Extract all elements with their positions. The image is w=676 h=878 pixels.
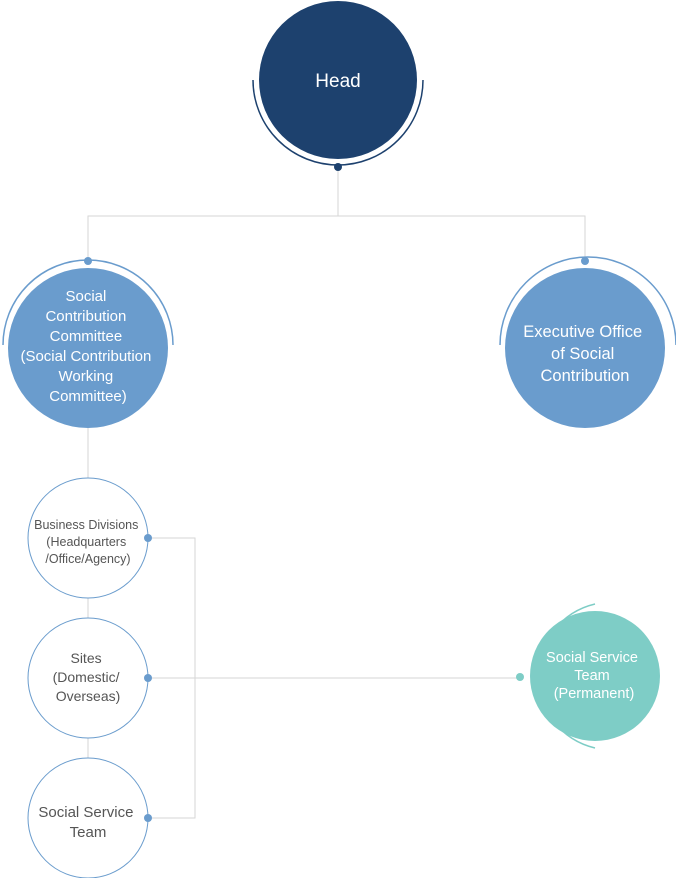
business-divisions-label: Business Divisions (Headquarters /Office… bbox=[34, 518, 142, 566]
head-dot bbox=[334, 163, 342, 171]
outlined-nodes bbox=[27, 477, 149, 878]
head-node bbox=[259, 1, 417, 159]
executive-dot bbox=[581, 257, 589, 265]
executive-label: Executive Office of Social Contribution bbox=[523, 323, 647, 385]
connectors bbox=[87, 167, 586, 819]
connector-head-to-branch bbox=[87, 167, 586, 262]
team-dot bbox=[144, 814, 152, 822]
executive-node bbox=[505, 268, 665, 428]
executive-arc bbox=[499, 256, 676, 346]
head-label: Head bbox=[315, 71, 360, 92]
sites-dot bbox=[144, 674, 152, 682]
social-service-team-label: Social Service Team bbox=[38, 804, 137, 841]
committee-label: Social Contribution Committee (Social Co… bbox=[20, 288, 155, 405]
connector-dots bbox=[84, 163, 589, 822]
sites-label: Sites (Domestic/ Overseas) bbox=[53, 650, 124, 704]
committee-dot bbox=[84, 257, 92, 265]
business-dot bbox=[144, 534, 152, 542]
permanent-team-node bbox=[530, 611, 660, 741]
committee-node bbox=[8, 268, 168, 428]
permanent-dot bbox=[516, 673, 524, 681]
permanent-team-label: Social Service Team (Permanent) bbox=[546, 650, 642, 702]
